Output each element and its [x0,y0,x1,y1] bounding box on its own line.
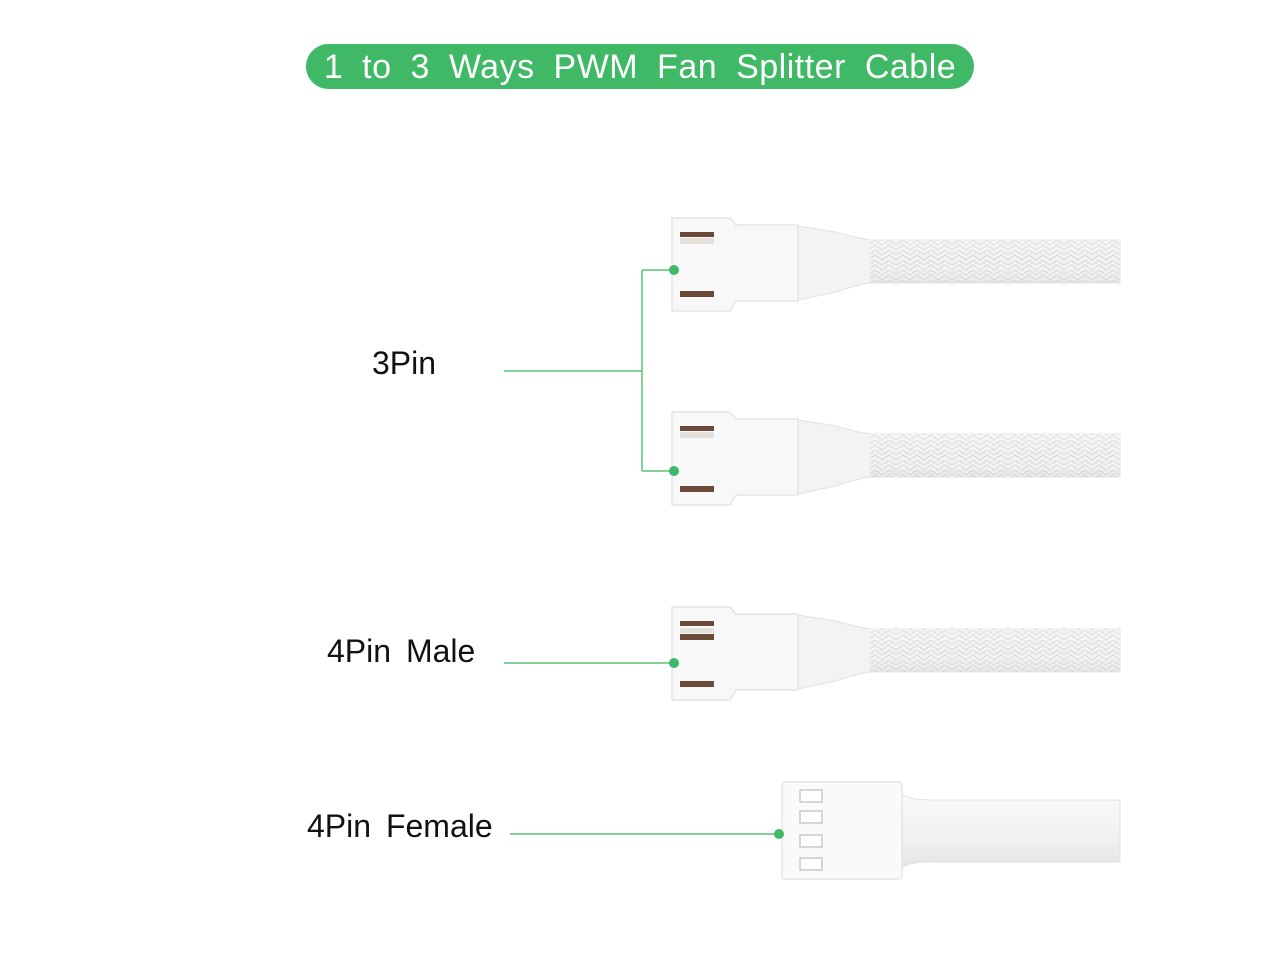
pointer-dot [774,829,784,839]
label-4pin-male: 4Pin Male [327,633,476,669]
label-3pin: 3Pin [372,345,437,381]
pointer-dot [669,658,679,668]
3pin-connector-icon [671,411,1121,506]
pointer-dot [669,265,679,275]
3pin-connector-icon [671,217,1121,312]
4pin-male-connector-icon [671,606,1121,701]
4pin-female-connector-icon [781,781,1121,880]
pointer-dot [669,466,679,476]
page-title: 1 to 3 Ways PWM Fan Splitter Cable [306,44,974,89]
leader-line-3pin [504,269,674,472]
label-4pin-female: 4Pin Female [307,808,493,844]
